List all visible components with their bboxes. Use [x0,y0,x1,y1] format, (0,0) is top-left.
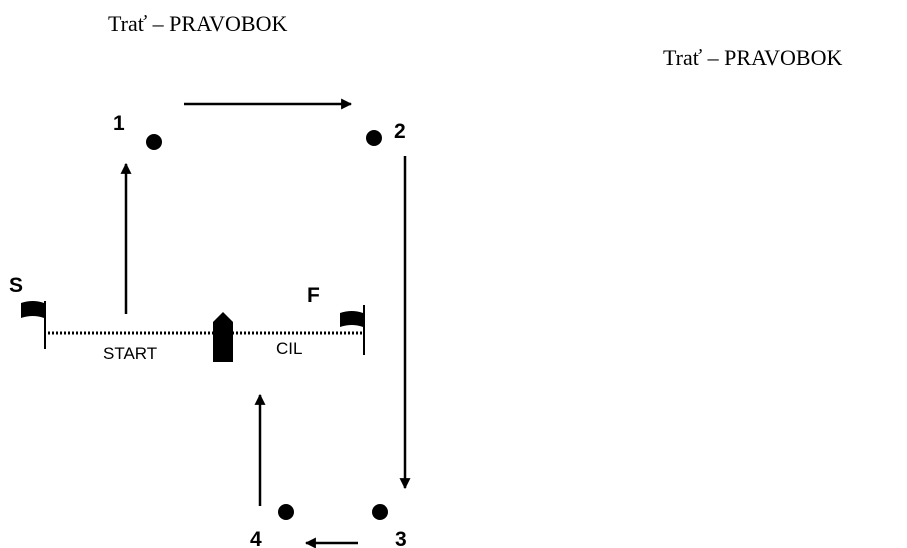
buoy-1 [146,134,162,150]
finish-line-label: CIL [276,339,302,358]
boat [213,312,233,362]
buoy-1-label: 1 [113,112,125,135]
start-flag-letter: S [9,274,23,297]
buoy-4 [278,504,294,520]
finish-flag-letter: F [307,284,320,307]
finish-flag [340,311,363,327]
buoy-3-label: 3 [395,528,407,548]
buoy-3 [372,504,388,520]
course-title-left: Trať – PRAVOBOK [108,11,288,36]
start-flag [21,301,44,318]
buoy-2-label: 2 [394,120,406,143]
start-line-label: START [103,344,157,363]
buoy-2 [366,130,382,146]
course-title-right: Trať – PRAVOBOK [663,45,843,70]
buoy-4-label: 4 [250,528,262,548]
